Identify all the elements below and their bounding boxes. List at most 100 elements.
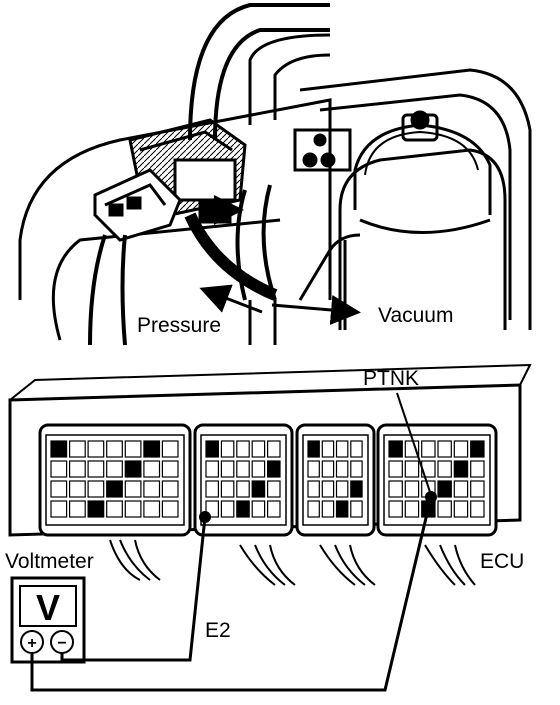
connector-pin [267, 440, 281, 458]
connector-pin [350, 440, 363, 458]
connector-pin [470, 500, 485, 518]
connector-pin [161, 440, 179, 458]
connector-pin [236, 440, 250, 458]
negative-test-lead [60, 516, 207, 662]
connector-pin [205, 480, 219, 498]
ptnk-leader [396, 392, 431, 493]
connector-pin [143, 480, 161, 498]
connector-pin [453, 480, 469, 498]
connector-pin [307, 440, 320, 458]
engine-illustration [18, 2, 532, 346]
connector-pin [453, 460, 469, 478]
connector-pin [267, 460, 281, 478]
connector-pin [161, 480, 179, 498]
positive-test-lead [30, 496, 433, 692]
connector-pin [307, 480, 320, 498]
connector-pin [404, 500, 420, 518]
connector-pin [421, 440, 436, 458]
connector-pin [143, 440, 161, 458]
connector-pin [68, 480, 86, 498]
connector-pin [267, 480, 281, 498]
connector-pin [124, 500, 142, 518]
ptnk-label: PTNK [363, 367, 419, 390]
connector-pin [388, 480, 403, 498]
e2-label: E2 [205, 619, 231, 642]
connector-pin [161, 500, 179, 518]
connector-pin [335, 440, 349, 458]
ecu-housing [8, 363, 532, 537]
connector-pin [68, 500, 86, 518]
positive-terminal-label: + [27, 635, 36, 652]
connector-pin [87, 440, 105, 458]
flow-curve [184, 212, 278, 301]
negative-terminal-label: − [57, 635, 66, 652]
connector-pin [321, 500, 335, 518]
connector-pin [350, 460, 363, 478]
connector-pin [267, 500, 281, 518]
connector-pin [321, 460, 335, 478]
connector-pin [437, 460, 452, 478]
connector-pin [68, 440, 86, 458]
connector-pin [470, 440, 485, 458]
connector-pin [50, 440, 68, 458]
flow-arrows [184, 195, 361, 325]
connector-pin [470, 480, 485, 498]
connector-pin [236, 460, 250, 478]
connector-pin [321, 440, 335, 458]
connector-pin [143, 460, 161, 478]
connector-pin [143, 500, 161, 518]
connector-pin [124, 440, 142, 458]
pressure-arrow [199, 284, 263, 314]
connector-pin [68, 460, 86, 478]
connector-pin [220, 460, 235, 478]
connector-block-4 [376, 423, 498, 537]
vacuum-arrow [271, 295, 361, 325]
ecu-label: ECU [480, 550, 524, 573]
connector-pin [87, 460, 105, 478]
connector-pin [106, 480, 123, 498]
connector-pin [307, 500, 320, 518]
connector-pin [350, 480, 363, 498]
connector-block-2 [193, 423, 294, 537]
connector-pin [251, 480, 266, 498]
connector-pin [236, 500, 250, 518]
connector-block-1 [38, 423, 192, 537]
connector-pin [404, 460, 420, 478]
connector-pin [50, 480, 68, 498]
connector-pin [404, 480, 420, 498]
vacuum-label: Vacuum [378, 304, 453, 327]
connector-pin [220, 500, 235, 518]
connector-pin [50, 460, 68, 478]
connector-pin [453, 440, 469, 458]
connector-pin [236, 480, 250, 498]
connector-pin [124, 480, 142, 498]
voltmeter-symbol: V [36, 587, 60, 628]
connector-pin [437, 440, 452, 458]
connector-pin [437, 480, 452, 498]
connector-block-3 [295, 423, 376, 537]
connector-pin [205, 460, 219, 478]
wire-harness [109, 539, 476, 586]
connector-pin [106, 460, 123, 478]
connector-pin [251, 460, 266, 478]
connector-pin [335, 500, 349, 518]
connector-pin [251, 440, 266, 458]
connector-pin [220, 480, 235, 498]
connector-pin [106, 500, 123, 518]
connector-pin [470, 460, 485, 478]
connector-pin [251, 500, 266, 518]
connector-pin [307, 460, 320, 478]
connector-pin [106, 440, 123, 458]
ecu-connectors [38, 423, 498, 537]
connector-pin [161, 460, 179, 478]
connector-pin [335, 460, 349, 478]
voltmeter: V + − [10, 576, 86, 664]
connector-pin [124, 460, 142, 478]
connector-pin [437, 500, 452, 518]
connector-pin [87, 480, 105, 498]
connector-pin [388, 500, 403, 518]
connector-pin [321, 480, 335, 498]
connector-pin [350, 500, 363, 518]
pressure-label: Pressure [137, 314, 221, 337]
